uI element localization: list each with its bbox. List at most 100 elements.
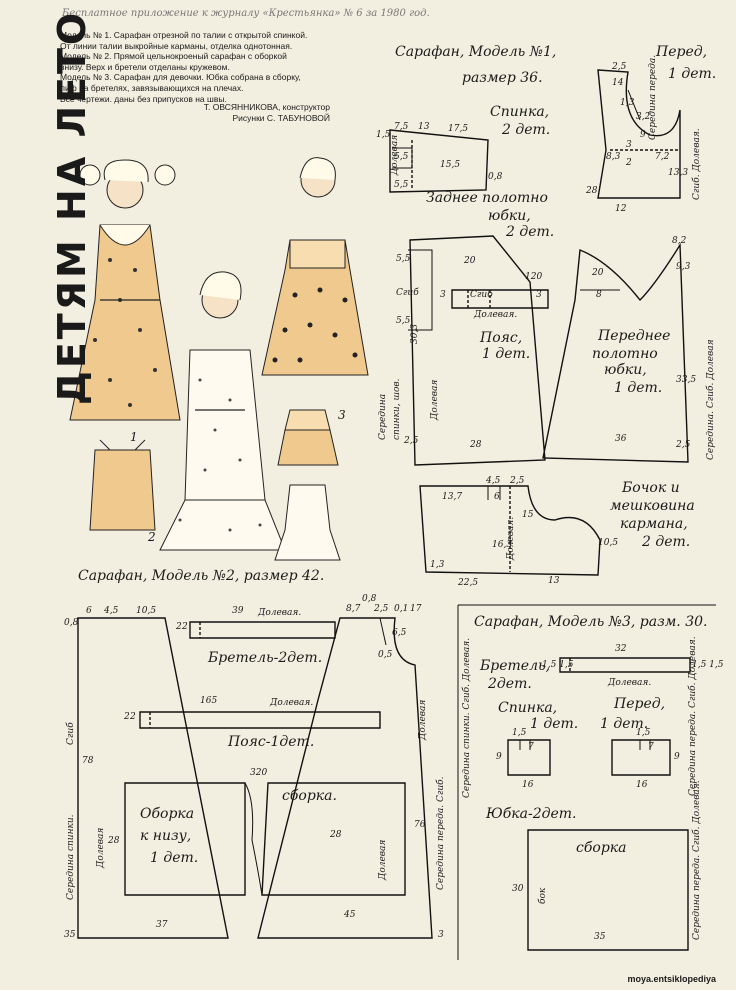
m3-front-a: Перед,	[614, 696, 666, 712]
m1-back-grain: Долевая	[390, 134, 401, 176]
m1-back-count: 2 дет.	[502, 122, 551, 138]
m3-num: 16	[522, 780, 534, 790]
m1-num: 16,3	[492, 540, 513, 550]
m3-skirt: Юбка-2дет.	[486, 806, 577, 822]
m2-num: 37	[156, 920, 168, 930]
m1-num: 9	[640, 130, 646, 140]
m3-num: 9	[674, 752, 680, 762]
m3-back-b: 1 дет.	[530, 716, 579, 732]
m1-front-fold: Сгиб. Долевая.	[692, 128, 702, 200]
m1-back-fold: Сгиб	[396, 288, 419, 298]
m2-num: 165	[200, 696, 218, 706]
vertical-title-box: ДЕТЯМ НА ЛЕТО	[14, 10, 94, 410]
m1-num: 6	[494, 492, 500, 502]
m1-front-title: Перед,	[656, 44, 708, 60]
watermark: moya.entsiklopediya	[627, 974, 716, 984]
m1-num: 17,5	[448, 124, 469, 134]
m1-front-skirt-d: 1 дет.	[614, 380, 663, 396]
m1-num: 28	[470, 440, 482, 450]
m1-num: 120	[525, 272, 543, 282]
m1-side-d: 2 дет.	[642, 534, 691, 550]
m2-num: 0,8	[362, 594, 377, 604]
m1-back-bodice	[389, 129, 489, 193]
intro-line: Модель № 3. Сарафан для девочки. Юбка со…	[60, 72, 301, 83]
m2-belt-grain: Долевая.	[270, 698, 314, 708]
m3-num: 35	[594, 932, 606, 942]
figure-model-3	[261, 157, 369, 376]
m3-num: 1,5 1,5	[542, 660, 574, 670]
m1-num: 5,5	[396, 254, 411, 264]
m1-back-skirt	[409, 235, 546, 466]
m1-num: 7,2	[655, 152, 670, 162]
m3-gather: сборка	[576, 840, 627, 856]
m1-num: 28	[586, 186, 598, 196]
m2-num: 35	[64, 930, 76, 940]
m1-back-skirt-c: 2 дет.	[506, 224, 555, 240]
m1-back-skirt-a: Заднее полотно	[426, 190, 548, 206]
fashion-illustrations	[69, 157, 369, 561]
m2-front-grain: Долевая	[378, 839, 388, 880]
m1-front-count: 1 дет.	[668, 66, 717, 82]
m1-num: 2,5	[612, 62, 627, 72]
m2-num: 6	[86, 606, 92, 616]
m2-num: 0,5	[378, 650, 393, 660]
m1-belt-fold: Сгиб	[470, 290, 493, 300]
m1-num: 20	[592, 268, 604, 278]
m3-strap	[559, 657, 691, 673]
m1-num: 2,5	[510, 476, 525, 486]
m1-num: 22,5	[458, 578, 479, 588]
m1-front-bodice	[597, 69, 681, 199]
m1-num: 13,3	[668, 168, 689, 178]
figure-model-2	[159, 271, 286, 551]
m3-num: 16	[636, 780, 648, 790]
m2-num: 2,5	[374, 604, 389, 614]
m1-num: 30,3	[410, 323, 420, 344]
m3-front-center: Середина переда. Сгиб. Долевая.	[688, 636, 698, 796]
figure-model-1	[69, 159, 181, 421]
m1-num: 9,3	[676, 262, 691, 272]
m3-strap-grain: Долевая.	[608, 678, 652, 688]
m2-num: 45	[344, 910, 356, 920]
m1-belt-a: Пояс,	[480, 330, 523, 346]
m2-num: 10,5	[136, 606, 157, 616]
m1-back-skirt-b: юбки,	[488, 208, 531, 224]
m2-num: 76	[414, 820, 426, 830]
m3-num: 1,5	[636, 728, 651, 738]
m1-num: 3	[536, 290, 542, 300]
m1-num: 15	[522, 510, 534, 520]
m2-back-fold: Сгиб	[66, 722, 76, 745]
figure-number-2: 2	[148, 530, 156, 544]
m3-strap-b: 2дет.	[488, 676, 532, 692]
m2-num: 78	[82, 756, 94, 766]
m2-num: 0,8	[64, 618, 79, 628]
m1-back-title: Спинка,	[490, 104, 550, 120]
m2-num: 3	[438, 930, 444, 940]
m1-num: 8,2	[672, 236, 687, 246]
m2-frill-left	[124, 782, 246, 896]
figure-number-1: 1	[130, 430, 138, 444]
m1-belt-b: 1 дет.	[482, 346, 531, 362]
m1-skirt-grain: Долевая	[430, 379, 440, 420]
m1-num: 33,5	[676, 375, 697, 385]
m2-front-grain-top: Долевая	[418, 699, 428, 740]
magazine-header: Бесплатное приложение к журналу «Крестья…	[62, 8, 430, 19]
m3-side: бок	[538, 887, 548, 904]
credit-designer: Т. ОВСЯННИКОВА, конструктор	[203, 102, 330, 112]
m2-frill-c: 1 дет.	[150, 850, 199, 866]
m3-skirt	[527, 829, 689, 951]
m1-num: 3	[626, 140, 632, 150]
intro-line: От линии талии выкройные карманы, отделк…	[60, 40, 293, 51]
m1-num: 20	[464, 256, 476, 266]
m1-num: 1,3	[430, 560, 445, 570]
m1-num: 5,5	[394, 152, 409, 162]
m3-strap-a: Бретель,	[480, 658, 551, 674]
model-descriptions: Модель № 1. Сарафан отрезной по талии с …	[60, 30, 330, 104]
m1-belt	[451, 289, 549, 309]
m1-front-skirt-center: Середина. Сгиб. Долевая	[706, 339, 716, 460]
m1-side-b: мешковина	[610, 498, 695, 514]
m2-back-center: Середина спинки.	[66, 814, 76, 900]
credits: Т. ОВСЯННИКОВА, конструктор Рисунки С. Т…	[180, 102, 330, 123]
m1-size: размер 36.	[462, 70, 543, 86]
m1-num: 3	[440, 290, 446, 300]
figure-number-3: 3	[338, 408, 346, 422]
